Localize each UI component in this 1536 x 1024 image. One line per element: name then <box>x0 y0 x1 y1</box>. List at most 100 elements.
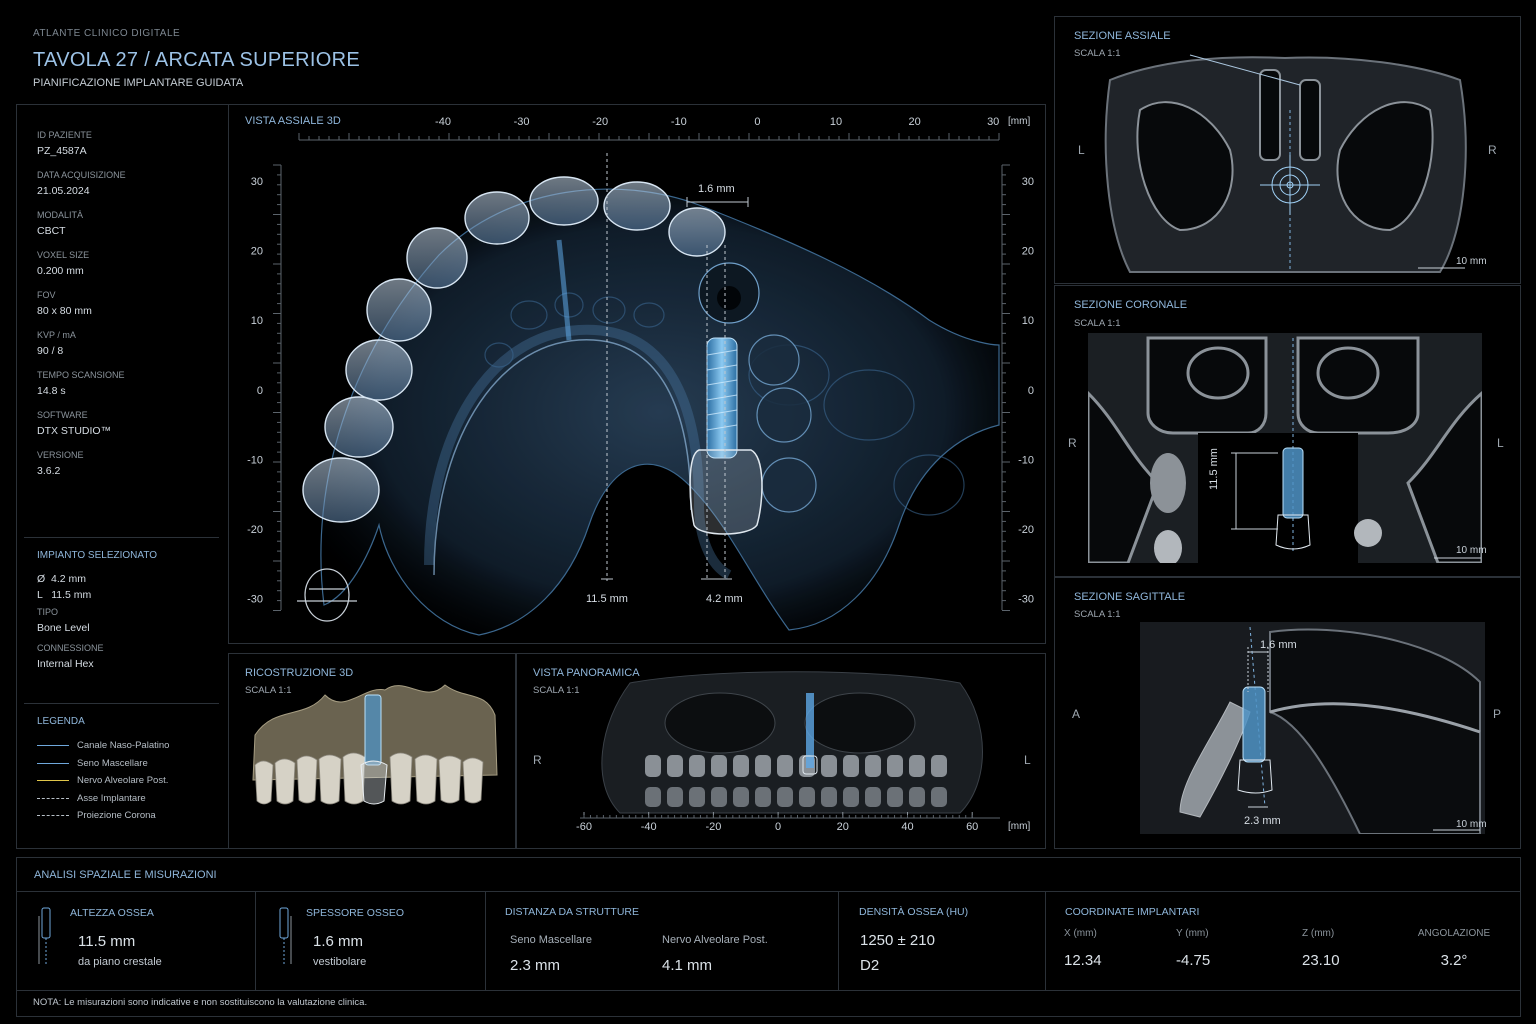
y-tick-label-left: 30 <box>251 176 263 188</box>
coronal-measure <box>1231 452 1278 530</box>
pano-tick-label: -20 <box>705 821 721 833</box>
coord-value: -4.75 <box>1176 952 1211 969</box>
panoramic-implant <box>806 693 814 768</box>
coronal-tooth-root <box>1154 530 1182 563</box>
coord-label: ANGOLAZIONE <box>1417 928 1491 939</box>
axial-3d-title: VISTA ASSIALE 3D <box>245 115 341 127</box>
pano-upper-tooth <box>931 755 947 777</box>
info-field-value: 14.8 s <box>37 385 66 397</box>
bone-height-icon <box>38 907 51 966</box>
sagittal-alveolar <box>1179 701 1251 818</box>
info-field-value: 0.200 mm <box>37 265 84 277</box>
coronal-section-view[interactable] <box>1088 333 1482 563</box>
pano-lower-tooth <box>843 787 859 807</box>
nasopalatine-canal <box>556 239 572 341</box>
recon-3d-title: RICOSTRUZIONE 3D <box>245 667 354 679</box>
sagittal-section-scale: SCALA 1:1 <box>1074 609 1121 620</box>
legend-label: Canale Naso-Palatino <box>77 740 170 752</box>
coord-column: X (mm)12.34 <box>1064 928 1164 969</box>
info-field-value: PZ_4587A <box>37 145 87 157</box>
pano-tick-label: -40 <box>641 821 657 833</box>
pano-upper-tooth <box>755 755 771 777</box>
density-class: D2 <box>860 957 880 974</box>
coord-value: 3.2° <box>1440 952 1468 969</box>
coord-label: Y (mm) <box>1176 928 1209 939</box>
implant-model[interactable] <box>689 337 763 535</box>
coord-column: ANGOLAZIONE 3.2° <box>1404 928 1504 969</box>
legend-swatch <box>37 745 69 747</box>
coronal-section-panel <box>1054 285 1521 577</box>
distance-b-label: Nervo Alveolare Post. <box>662 934 768 946</box>
measure-1.6-bracket <box>686 197 749 207</box>
posterior-teeth <box>748 334 817 513</box>
tooth <box>302 457 380 523</box>
sagittal-crown <box>1237 759 1273 794</box>
pano-lower-tooth <box>909 787 925 807</box>
distance-label: DISTANZA DA STRUTTURE <box>505 906 639 918</box>
recon-3d-scale: SCALA 1:1 <box>245 685 292 696</box>
sagittal-floor <box>1269 702 1481 734</box>
legend-label: Proiezione Corona <box>77 810 156 822</box>
legend-swatch <box>37 762 69 764</box>
pano-tick-label: -60 <box>576 821 592 833</box>
analysis-footer-divider <box>16 990 1521 991</box>
info-field-label: VOXEL SIZE <box>37 250 90 260</box>
x-tick-label: -10 <box>671 116 687 128</box>
implant-diameter: Ø 4.2 mm <box>37 573 87 585</box>
analysis-separator <box>838 892 839 990</box>
sagittal-section-left: A <box>1072 707 1081 721</box>
x-tick-label: -40 <box>435 116 451 128</box>
legend-label: Nervo Alveolare Post. <box>77 775 169 787</box>
info-field-value: 21.05.2024 <box>37 185 90 197</box>
panoramic-lower-teeth <box>645 787 947 807</box>
axial-section-view[interactable] <box>1100 50 1470 276</box>
info-field-label: MODALITÀ <box>37 210 84 220</box>
pano-upper-tooth <box>711 755 727 777</box>
implant-type-value: Bone Level <box>37 622 90 634</box>
pano-tick-label: 60 <box>966 821 978 833</box>
pano-upper-tooth <box>667 755 683 777</box>
sagittal-measures <box>1247 647 1269 808</box>
sagittal-section-panel <box>1054 577 1521 849</box>
x-tick-labels: -40-30-20-10010203040 <box>435 116 999 128</box>
pano-lower-tooth <box>777 787 793 807</box>
pano-upper-tooth <box>733 755 749 777</box>
recon-3d-view[interactable] <box>245 665 507 815</box>
axial-section-right: R <box>1488 143 1497 157</box>
bone-thickness-icon <box>279 907 292 966</box>
pano-upper-tooth <box>645 755 661 777</box>
legend-label: Asse Implantare <box>77 792 146 804</box>
analysis-panel <box>16 857 1521 1017</box>
legend-item: Canale Naso-Palatino <box>37 737 217 755</box>
bone-thickness-value: 1.6 mm <box>313 933 364 950</box>
pano-lower-tooth <box>645 787 661 807</box>
panoramic-unit: [mm] <box>1008 821 1031 832</box>
pano-lower-tooth <box>887 787 903 807</box>
pano-upper-tooth <box>821 755 837 777</box>
recon-implant <box>364 694 382 766</box>
header-eyebrow: ATLANTE CLINICO DIGITALE <box>33 28 181 39</box>
coord-value: 23.10 <box>1302 952 1340 969</box>
pano-upper-tooth <box>689 755 705 777</box>
axial-section-panel <box>1054 16 1521 284</box>
sagittal-section-view[interactable] <box>1140 622 1485 834</box>
axial-3d-panel <box>228 104 1046 644</box>
distance-a-label: Seno Mascellare <box>510 934 592 946</box>
axial-section-left: L <box>1078 143 1085 157</box>
implant-type-label: TIPO <box>37 607 59 617</box>
sagittal-section-right: P <box>1493 707 1502 721</box>
tooth <box>668 207 726 257</box>
bone-height-label: ALTEZZA OSSEA <box>70 907 154 919</box>
pano-lower-tooth <box>799 787 815 807</box>
y-tick-label-right: 20 <box>1022 246 1034 258</box>
pano-upper-tooth <box>887 755 903 777</box>
pano-lower-tooth <box>755 787 771 807</box>
